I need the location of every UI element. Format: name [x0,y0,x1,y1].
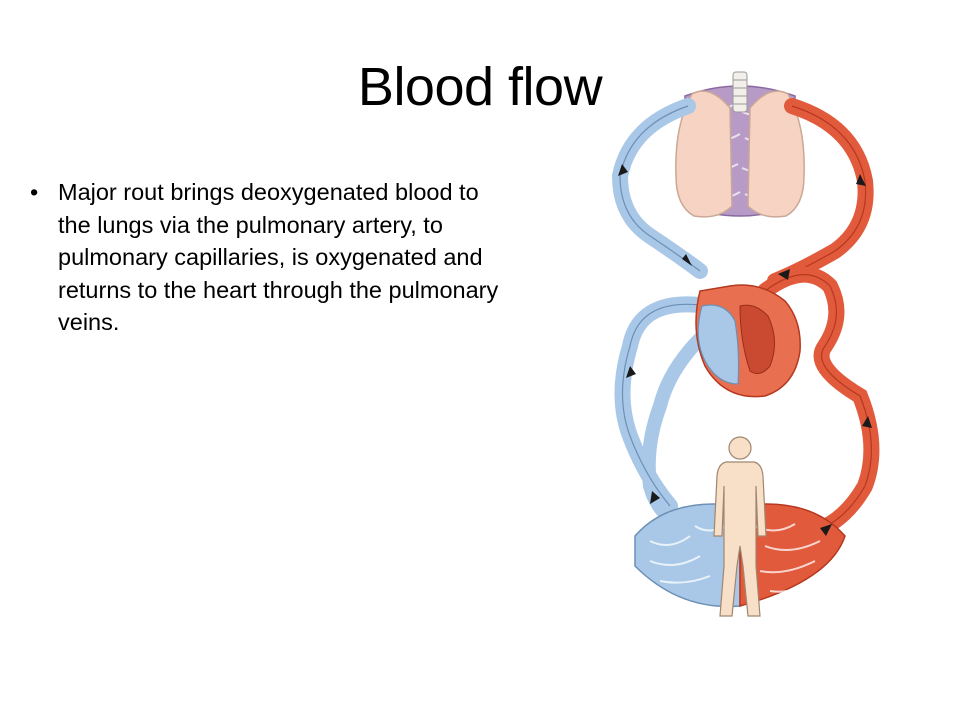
vena-cava-upper-outline [621,303,709,507]
flow-arrows [618,164,872,536]
body-capillary-mesh [649,523,821,593]
left-lung [675,90,733,218]
bullet-text: Major rout brings deoxygenated blood to … [58,179,499,336]
circulation-diagram [611,71,880,617]
heart-right-side [697,304,740,385]
slide-title: Blood flow [357,57,603,117]
human-figure [713,436,767,617]
vena-cava-lower-vessel [641,324,715,533]
bullet-item: • Major rout brings deoxygenated blood t… [30,176,510,339]
bullet-list: • Major rout brings deoxygenated blood t… [30,176,510,339]
right-lung [747,90,805,218]
trachea-rings [733,79,747,105]
bullet-marker: • [30,179,39,205]
aorta-outline [764,274,872,532]
trachea [732,71,748,113]
pulmonary-artery-outline [619,105,701,272]
heart-left-ventricle [739,304,775,375]
